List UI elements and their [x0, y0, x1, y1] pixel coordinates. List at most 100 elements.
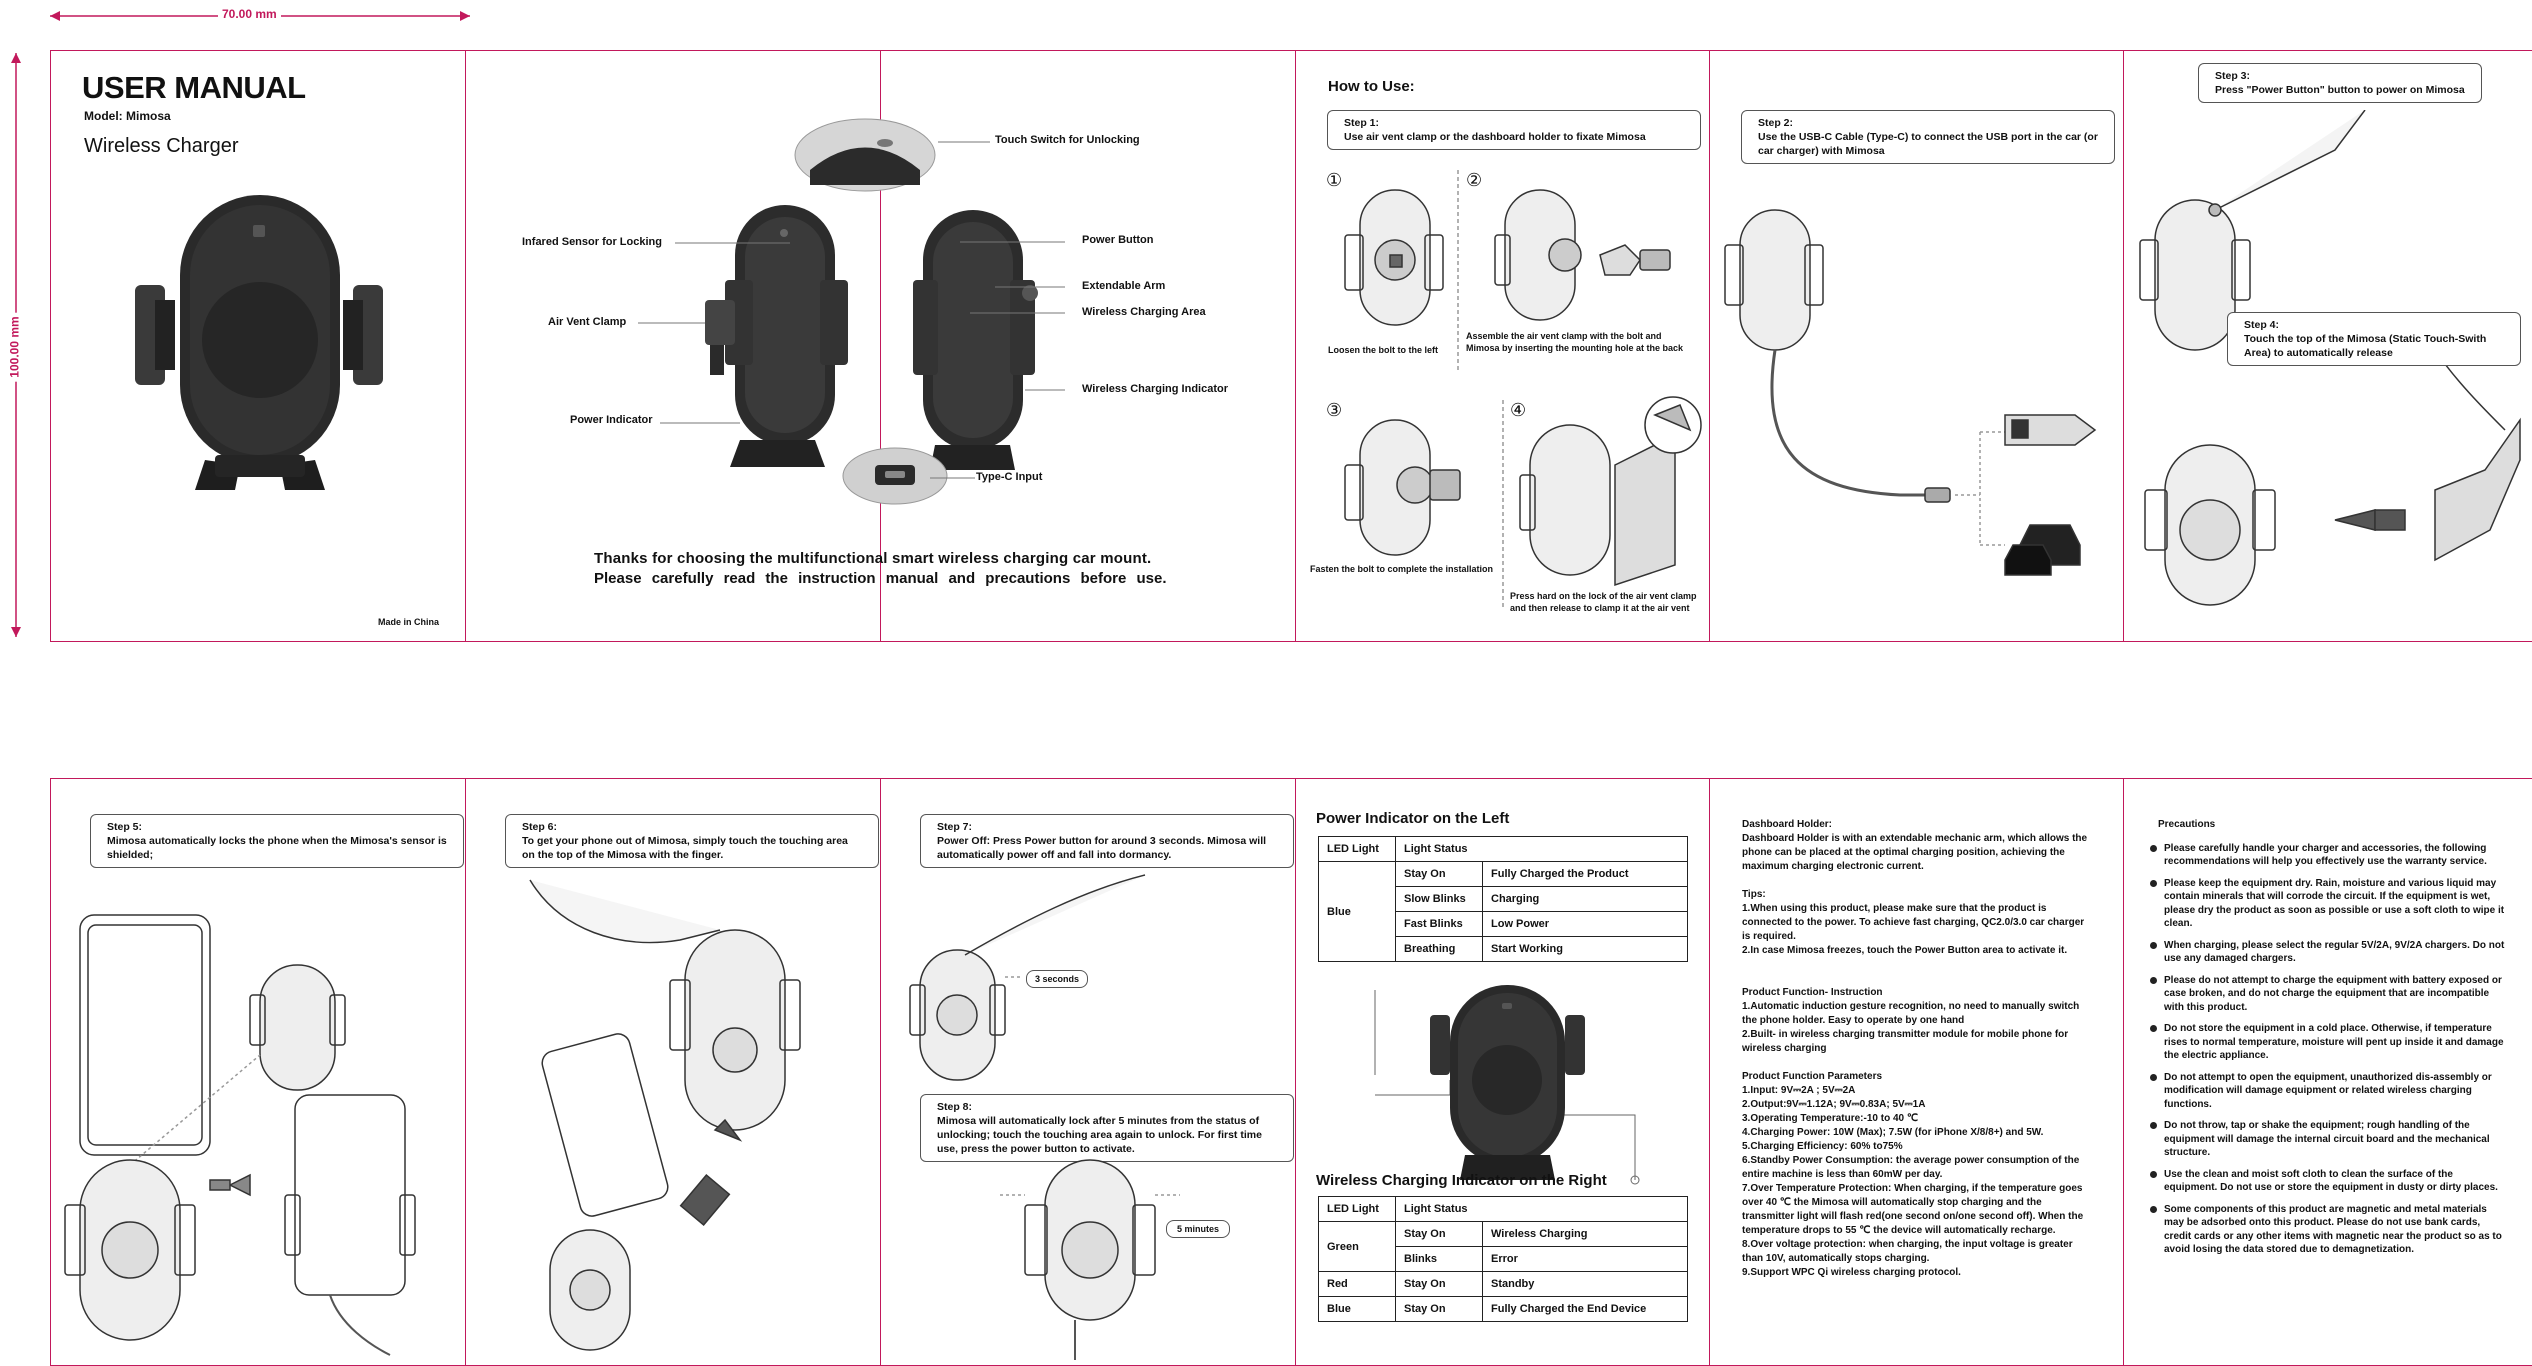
step-5-image [64, 914, 416, 1356]
parameter-item: 6.Standby Power Consumption: the average… [1742, 1155, 2080, 1180]
indicator-charger-image [1374, 985, 1640, 1185]
meaning-cell: Wireless Charging [1482, 1221, 1688, 1247]
charger-side-image-2 [913, 210, 1038, 470]
panel-divider [2123, 778, 2124, 1365]
light-status-cell: Stay On [1395, 1296, 1483, 1322]
meaning-cell: Fully Charged the End Device [1482, 1296, 1688, 1322]
step-5-text: Mimosa automatically locks the phone whe… [107, 835, 447, 861]
panel-divider [2123, 50, 2124, 641]
step-7-box: Step 7: Power Off: Press Power button fo… [920, 814, 1294, 868]
thanks-line-2: Please carefully read the instruction ma… [594, 570, 1167, 587]
panel-divider [50, 778, 51, 1365]
table-header-cell: LED Light [1318, 1196, 1396, 1222]
parameter-item: 1.Input: 9V⎓2A ; 5V⎓2A [1742, 1085, 1856, 1096]
cover-title: USER MANUAL [82, 70, 306, 105]
table-header-cell: Light Status [1395, 1196, 1688, 1222]
light-status-cell: Fast Blinks [1395, 911, 1483, 937]
table-row: Green Stay On Wireless Charging [1318, 1221, 1688, 1272]
step-7-text: Power Off: Press Power button for around… [937, 835, 1267, 861]
3-seconds-badge: 3 seconds [1026, 970, 1088, 988]
install-number-2: ② [1466, 170, 1483, 190]
info-column: Dashboard Holder: Dashboard Holder is wi… [1742, 818, 2094, 1280]
precaution-item: Some components of this product are magn… [2150, 1203, 2505, 1257]
step-1-box: Step 1: Use air vent clamp or the dashbo… [1327, 110, 1701, 150]
parameter-item: 9.Support WPC Qi wireless charging proto… [1742, 1267, 1961, 1278]
install-number-3: ③ [1326, 400, 1343, 420]
part-label-type-c-input: Type-C Input [976, 471, 1043, 483]
install-caption-3: Fasten the bolt to complete the installa… [1310, 564, 1494, 574]
cover-product: Wireless Charger [84, 135, 239, 157]
led-color-cell: Blue [1318, 1296, 1396, 1322]
parameters-title: Product Function Parameters [1742, 1071, 1883, 1082]
step-2-text: Use the USB-C Cable (Type-C) to connect … [1758, 131, 2098, 157]
step-1-text: Use air vent clamp or the dashboard hold… [1344, 131, 1646, 143]
install-caption-1: Loosen the bolt to the left [1328, 345, 1438, 355]
part-label-power-button: Power Button [1082, 234, 1154, 246]
panel-divider [465, 50, 466, 641]
table-row: Breathing Start Working [1319, 936, 1688, 962]
precaution-item: When charging, please select the regular… [2150, 939, 2505, 966]
precaution-item: Please do not attempt to charge the equi… [2150, 974, 2505, 1015]
parameter-item: 7.Over Temperature Protection: When char… [1742, 1183, 2084, 1236]
5-minutes-badge: 5 minutes [1166, 1220, 1230, 1238]
install-divider [1457, 170, 1459, 370]
light-status-cell: Blinks [1395, 1246, 1483, 1272]
table-header-cell: Light Status [1395, 836, 1688, 862]
install-step-2-image [1494, 189, 1671, 321]
meaning-cell: Low Power [1482, 911, 1688, 937]
panel-divider [1295, 50, 1296, 641]
charger-front-image [135, 195, 383, 490]
step-3-4-image [2139, 110, 2521, 606]
part-label-air-vent-clamp: Air Vent Clamp [548, 316, 627, 328]
dashboard-holder-text: Dashboard Holder is with an extendable m… [1742, 833, 2088, 872]
panel-divider [1295, 778, 1296, 1365]
table-row: Blue Stay On Fully Charged the End Devic… [1318, 1296, 1688, 1322]
touch-switch-zoom-image [794, 118, 936, 192]
step-3-box: Step 3: Press "Power Button" button to p… [2198, 63, 2482, 103]
made-in-label: Made in China [378, 617, 440, 627]
parameter-item: 2.Output:9V⎓1.12A; 9V⎓0.83A; 5V⎓1A [1742, 1099, 1926, 1110]
panel-divider [465, 778, 466, 1365]
step-8-box: Step 8: Mimosa will automatically lock a… [920, 1094, 1294, 1162]
table-header-cell: LED Light [1318, 836, 1396, 862]
step-2-image [1724, 209, 2097, 576]
precaution-item: Do not attempt to open the equipment, un… [2150, 1071, 2505, 1112]
cover-model: Model: Mimosa [84, 109, 171, 123]
precaution-item: Please keep the equipment dry. Rain, moi… [2150, 877, 2505, 931]
led-color-cell: Red [1318, 1271, 1396, 1297]
meaning-cell: Start Working [1482, 936, 1688, 962]
part-label-infrared-sensor: Infared Sensor for Locking [522, 236, 662, 248]
function-item: 2.Built- in wireless charging transmitte… [1742, 1029, 2069, 1054]
charger-side-image-1 [705, 205, 848, 467]
meaning-cell: Fully Charged the Product [1482, 861, 1688, 887]
light-status-cell: Stay On [1395, 1271, 1483, 1297]
step-4-title: Step 4: [2244, 319, 2280, 331]
step-2-box: Step 2: Use the USB-C Cable (Type-C) to … [1741, 110, 2115, 164]
part-label-wireless-charging-area: Wireless Charging Area [1082, 306, 1206, 318]
step-8-text: Mimosa will automatically lock after 5 m… [937, 1115, 1262, 1155]
precautions-title: Precautions [2158, 819, 2216, 830]
top-sheet-bottom-border [50, 641, 2532, 642]
parts-leader-lines [638, 141, 1065, 479]
step-8-title: Step 8: [937, 1101, 973, 1113]
parameter-item: 4.Charging Power: 10W (Max); 7.5W (for i… [1742, 1127, 2044, 1138]
parameter-item: 5.Charging Efficiency: 60% to75% [1742, 1141, 1903, 1152]
step-6-image [529, 879, 801, 1351]
light-status-cell: Breathing [1395, 936, 1483, 962]
light-status-cell: Slow Blinks [1395, 886, 1483, 912]
wireless-indicator-title: Wireless Charging Indicator on the Right [1316, 1172, 1607, 1189]
led-color-cell: Blue [1318, 861, 1396, 962]
install-divider [1502, 400, 1504, 610]
install-step-3-image [1344, 419, 1461, 556]
panel-divider [1709, 50, 1710, 641]
step-6-box: Step 6: To get your phone out of Mimosa,… [505, 814, 879, 868]
step-2-title: Step 2: [1758, 117, 1794, 129]
meaning-cell: Standby [1482, 1271, 1688, 1297]
part-label-extendable-arm: Extendable Arm [1082, 280, 1166, 292]
power-indicator-title: Power Indicator on the Left [1316, 810, 1510, 827]
step-8-image [1000, 1159, 1180, 1360]
bottom-sheet-border [50, 778, 2532, 779]
precautions-column: Precautions Please carefully handle your… [2150, 818, 2505, 1265]
part-label-touch-switch: Touch Switch for Unlocking [995, 134, 1140, 146]
thanks-line-1: Thanks for choosing the multifunctional … [594, 550, 1152, 567]
